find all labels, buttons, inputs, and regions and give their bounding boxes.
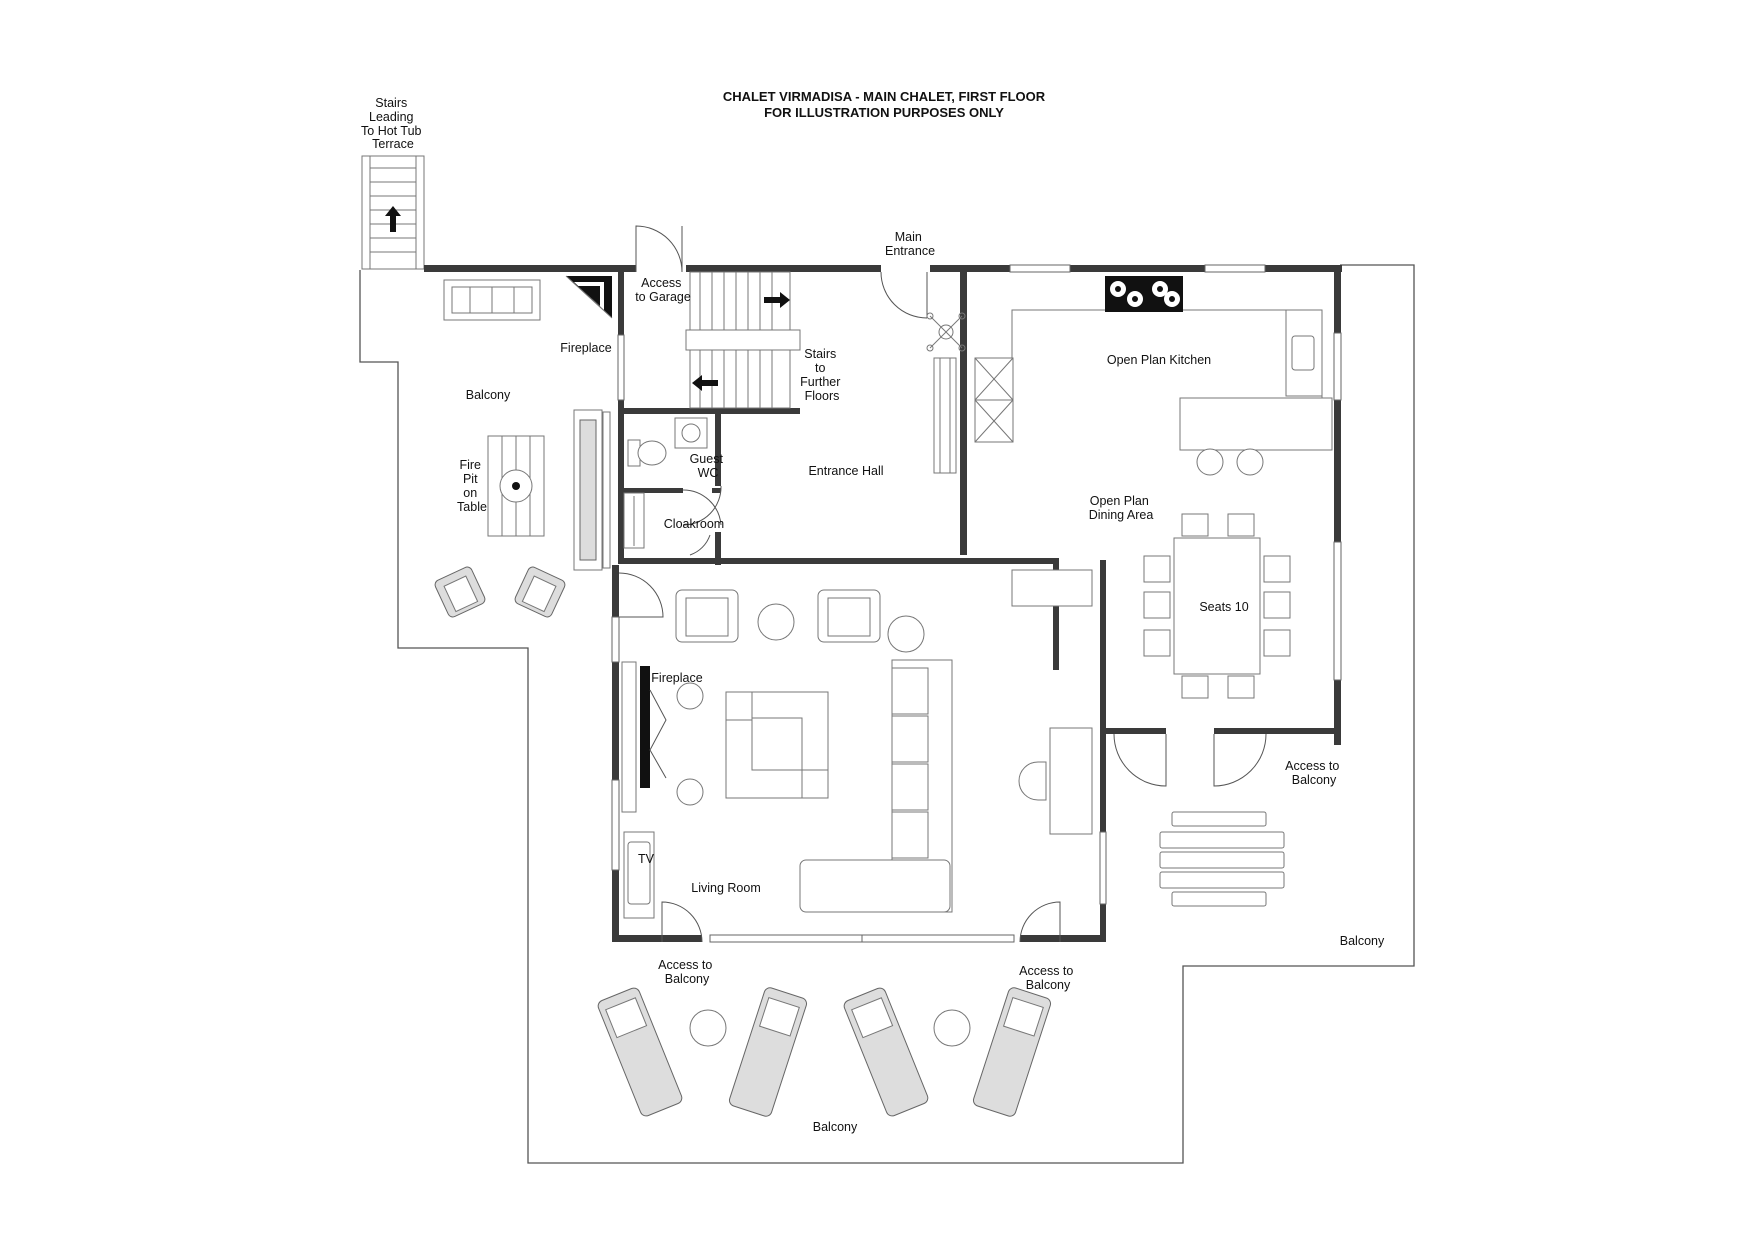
label-access-garage: Access to Garage — [635, 276, 691, 304]
coat-stand-icon — [926, 312, 966, 352]
balcony-outline-west — [359, 270, 529, 962]
label-fire-pit: Fire Pit on Table — [457, 458, 487, 514]
arrow-left-icon — [692, 375, 718, 391]
wc-fixtures — [623, 417, 708, 549]
label-access-balcony-sw: Access to Balcony — [658, 958, 716, 986]
label-stairs-hot-tub: Stairs Leading To Hot Tub Terrace — [361, 96, 425, 151]
balcony-armchairs — [434, 566, 566, 618]
label-main-entrance: Main Entrance — [885, 230, 935, 258]
label-balcony-south: Balcony — [813, 1120, 858, 1134]
stairs-to-further-floors — [685, 271, 801, 409]
label-open-plan-dining: Open Plan Dining Area — [1089, 494, 1154, 522]
arrow-right-icon — [764, 292, 790, 308]
living-room-furniture — [621, 569, 1093, 919]
label-access-balcony-se: Access to Balcony — [1019, 964, 1077, 992]
east-balcony-loungers — [1159, 811, 1285, 907]
label-balcony-east: Balcony — [1340, 934, 1385, 948]
desk-chair-icon — [1018, 761, 1047, 801]
label-living-room: Living Room — [691, 881, 760, 895]
label-tv: TV — [638, 852, 655, 866]
label-cloakroom: Cloakroom — [664, 517, 724, 531]
label-stairs-further-floors: Stairs to Further Floors — [800, 347, 844, 403]
south-balcony-loungers — [597, 987, 1052, 1117]
balcony-sofa — [443, 279, 541, 321]
kitchen-sink-icon — [1291, 335, 1315, 371]
label-open-plan-kitchen: Open Plan Kitchen — [1107, 353, 1211, 367]
living-fireplace-icon — [640, 666, 650, 788]
label-balcony-west: Balcony — [466, 388, 511, 402]
windows — [611, 264, 1342, 943]
stairs-to-hot-tub — [361, 155, 425, 270]
doors — [618, 225, 1267, 943]
fire-pit-icon — [512, 482, 520, 490]
kitchen — [974, 276, 1333, 476]
label-guest-wc: Guest WC — [690, 452, 727, 480]
label-fireplace-balcony: Fireplace — [560, 341, 611, 355]
dining-table — [1143, 513, 1291, 699]
plan-subtitle: FOR ILLUSTRATION PURPOSES ONLY — [764, 105, 1004, 120]
arrow-up-icon — [385, 206, 401, 232]
plan-title: CHALET VIRMADISA - MAIN CHALET, FIRST FL… — [723, 89, 1046, 104]
balcony-fireplace-icon — [565, 275, 613, 319]
label-seats: Seats 10 — [1199, 600, 1248, 614]
label-fireplace-living: Fireplace — [651, 671, 702, 685]
fire-pit-table — [487, 435, 545, 537]
label-access-balcony-east: Access to Balcony — [1285, 759, 1343, 787]
balcony-bench — [573, 409, 611, 571]
hall-furniture — [820, 312, 966, 564]
balcony-outline-south — [527, 264, 1415, 1164]
label-entrance-hall: Entrance Hall — [808, 464, 883, 478]
